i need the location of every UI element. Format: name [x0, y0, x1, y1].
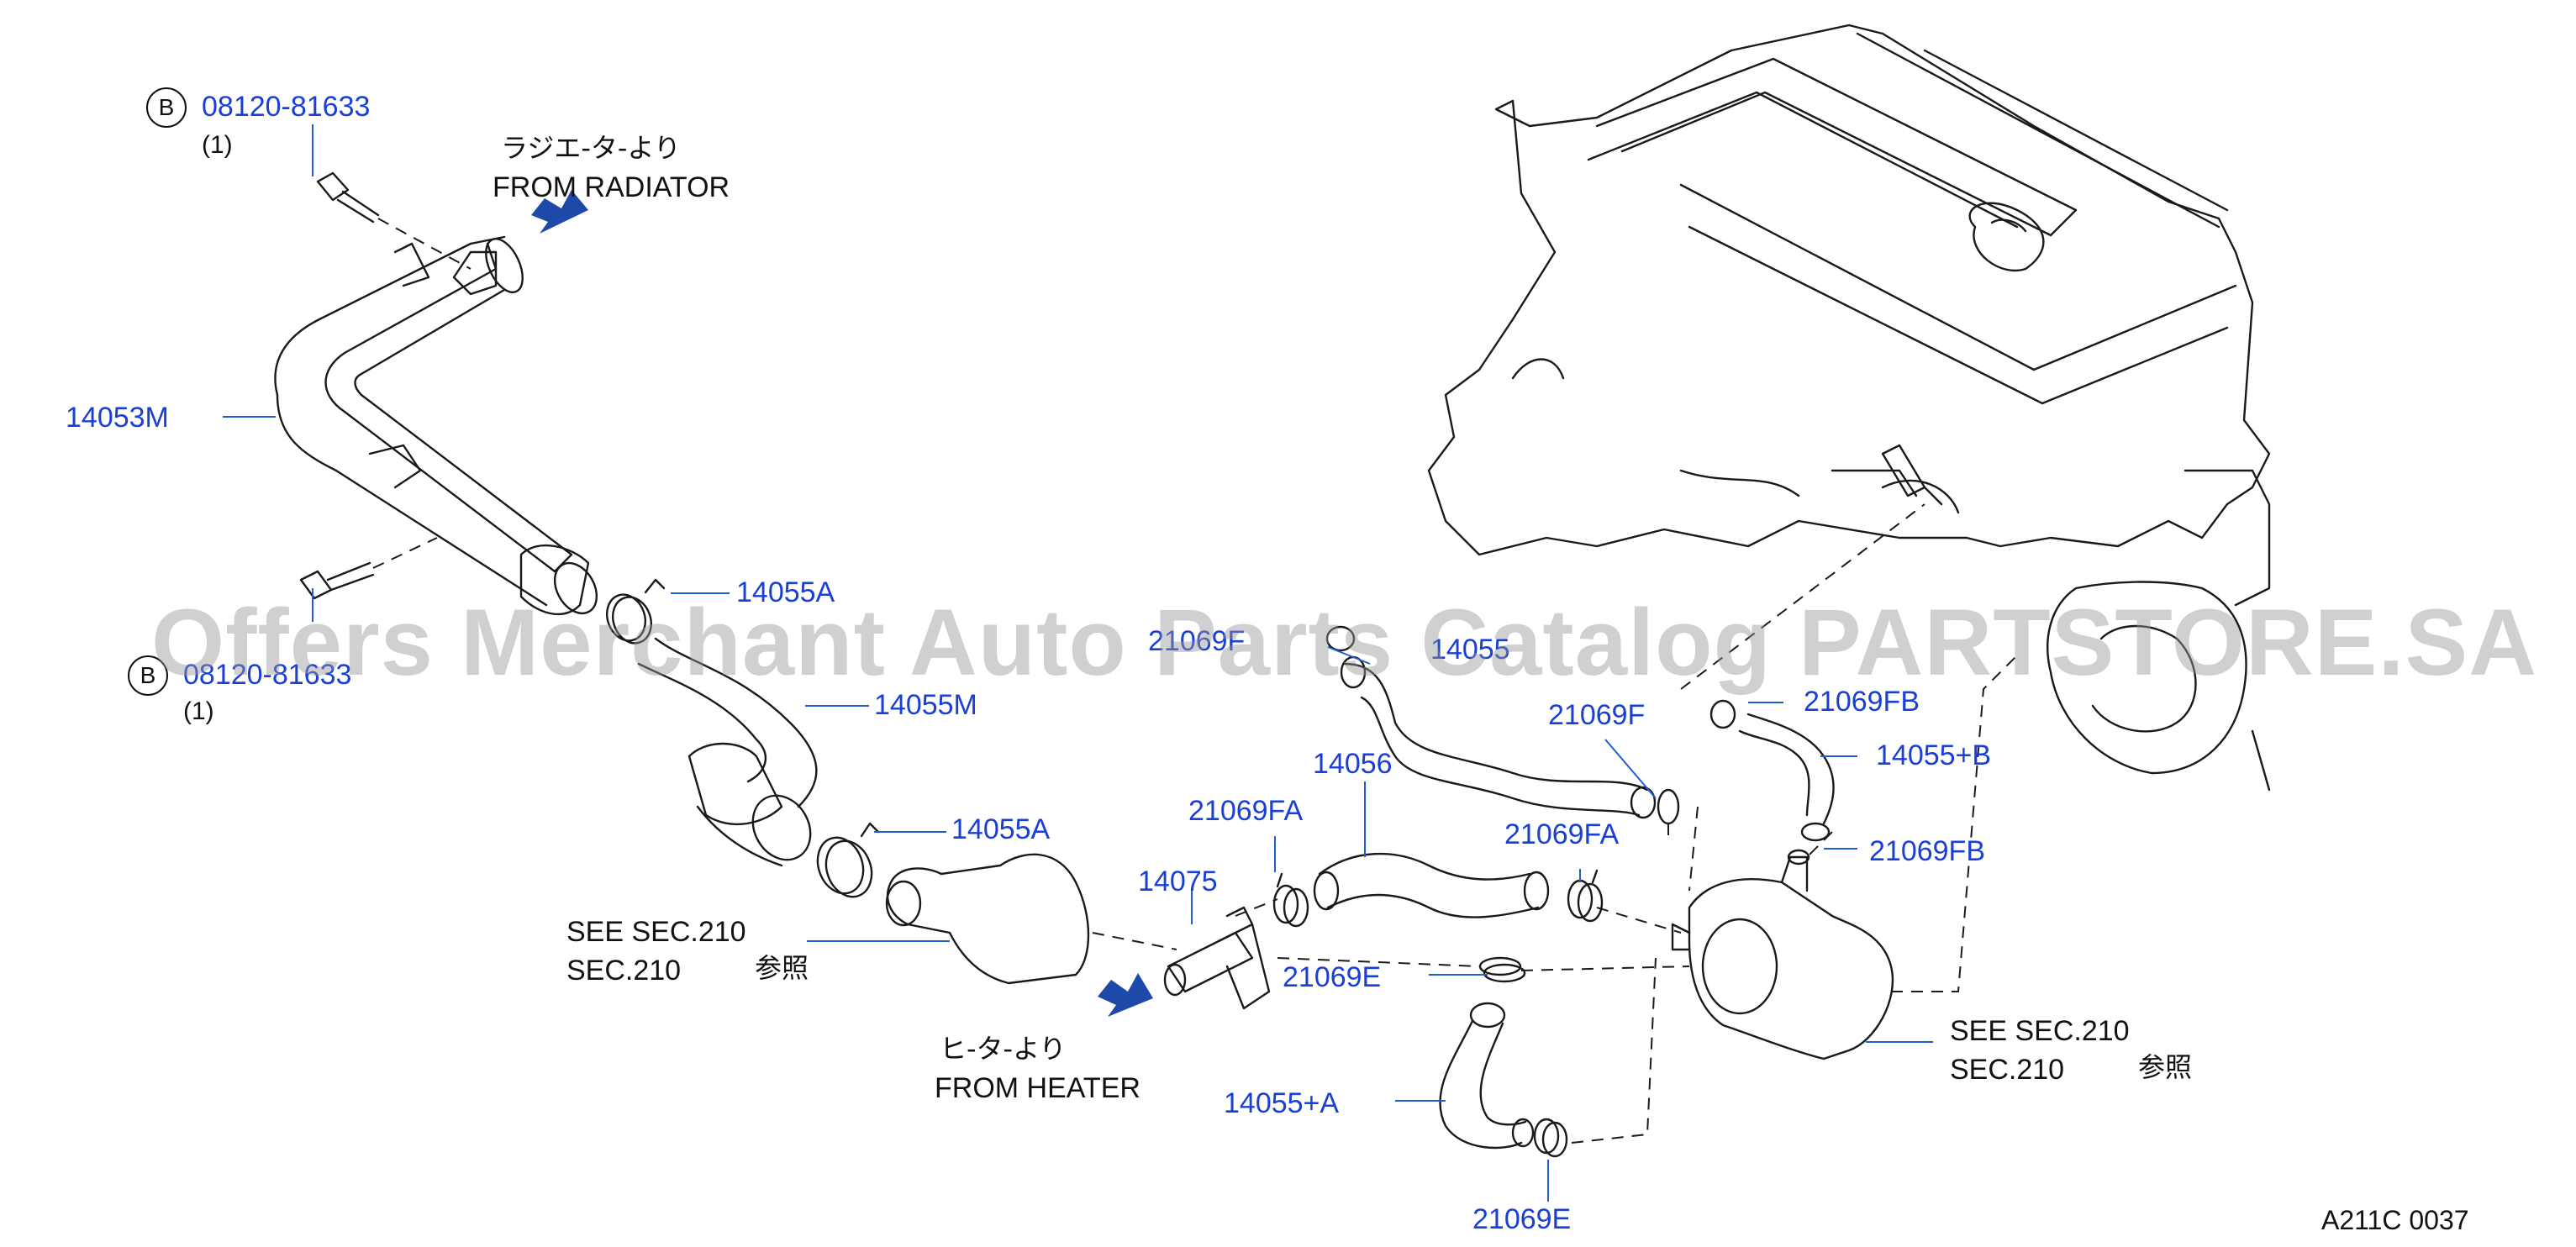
clamp-14055A-top-drawing	[606, 578, 666, 645]
see-left-jp: 参照	[755, 952, 809, 984]
bolt-top-part-number[interactable]: 08120-81633	[202, 91, 371, 123]
pipe-14053M	[274, 235, 598, 616]
label-21069FA-left[interactable]: 21069FA	[1188, 795, 1304, 827]
label-14055A-top[interactable]: 14055A	[736, 576, 835, 608]
see-right-line2: SEC.210	[1950, 1054, 2065, 1086]
from-heater-en: FROM HEATER	[935, 1072, 1140, 1104]
label-21069E-bottom[interactable]: 21069E	[1472, 1203, 1572, 1235]
label-21069FA-right[interactable]: 21069FA	[1504, 818, 1620, 850]
hose-14055pA-drawing	[1439, 1002, 1568, 1158]
engine-outline	[1427, 24, 2271, 792]
clamp-21069FA-drawing	[1272, 869, 1604, 928]
label-14056[interactable]: 14056	[1313, 748, 1393, 780]
see-left-line2: SEC.210	[566, 955, 682, 987]
watermark: Offers Merchant Auto Parts Catalog PARTS…	[151, 590, 2538, 695]
bolt-top-qty: (1)	[202, 131, 233, 159]
from-heater-arrow	[1098, 973, 1153, 1017]
bolt-bottom-drawing	[299, 537, 438, 600]
see-right-jp: 参照	[2138, 1051, 2193, 1083]
bolt-bottom-part-number[interactable]: 08120-81633	[183, 659, 352, 691]
from-radiator-en: FROM RADIATOR	[493, 171, 730, 203]
see-right-line1: SEE SEC.210	[1950, 1015, 2130, 1047]
housing-right-drawing	[1671, 849, 1894, 1060]
from-heater-jp: ヒ-タ-より	[940, 1033, 1067, 1065]
label-14055pB[interactable]: 14055+B	[1876, 739, 1992, 771]
label-14053M[interactable]: 14053M	[66, 402, 169, 434]
bolt-top-badge: B	[146, 87, 187, 128]
label-14055M[interactable]: 14055M	[874, 689, 977, 721]
bolt-bottom-qty: (1)	[183, 697, 214, 725]
label-14055[interactable]: 14055	[1430, 634, 1510, 666]
label-21069F-top[interactable]: 21069F	[1148, 625, 1246, 657]
label-14055A-mid[interactable]: 14055A	[951, 813, 1051, 845]
from-radiator-arrow	[531, 190, 588, 234]
pipe-14075-drawing	[1163, 906, 1271, 1010]
from-radiator-jp: ラジエ-タ-より	[501, 132, 681, 164]
clamp-14055A-mid-drawing	[816, 822, 880, 898]
leader-lines	[223, 124, 1933, 1202]
housing-left-drawing	[885, 853, 1090, 985]
label-14055pA[interactable]: 14055+A	[1224, 1087, 1340, 1119]
label-21069FB-top[interactable]: 21069FB	[1804, 686, 1920, 718]
hose-14055M-drawing	[637, 637, 818, 867]
connection-lines	[1092, 503, 2018, 1144]
label-21069FB-bottom[interactable]: 21069FB	[1869, 835, 1985, 867]
diagram-code: A211C 0037	[2321, 1205, 2469, 1235]
see-left-line1: SEE SEC.210	[566, 916, 746, 948]
label-14075[interactable]: 14075	[1138, 866, 1218, 897]
hose-14056-drawing	[1313, 852, 1550, 918]
label-21069E-mid[interactable]: 21069E	[1283, 961, 1382, 993]
bolt-top-drawing	[316, 171, 471, 270]
clamp-21069E-mid-drawing	[1478, 956, 1526, 983]
bolt-bottom-badge: B	[128, 655, 168, 696]
label-21069F-mid[interactable]: 21069F	[1548, 699, 1646, 731]
